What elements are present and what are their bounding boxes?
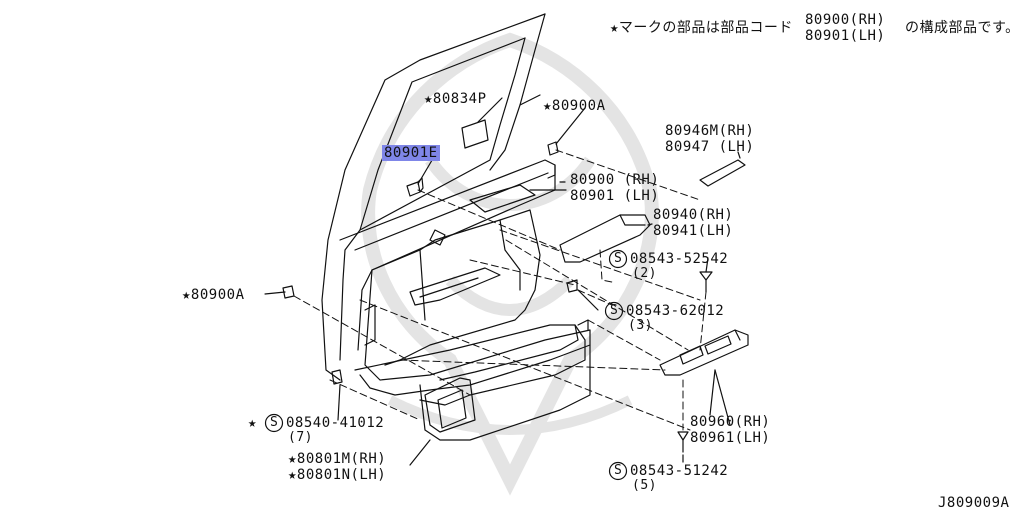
part-label-80901-lh[interactable]: 80901 (LH) xyxy=(570,188,660,204)
part-label-80946m-rh[interactable]: 80946M(RH) xyxy=(665,123,755,139)
lower-trim xyxy=(354,319,591,441)
screw-symbol-letter: S xyxy=(610,303,619,318)
screw-symbol-icon xyxy=(264,413,284,433)
part-qty-08543-52542: (2) xyxy=(632,266,657,281)
star-marker: ★ xyxy=(248,415,257,431)
part-label-08543-51242[interactable]: 08543-51242 xyxy=(630,463,729,479)
screw-symbol-icon xyxy=(608,461,628,481)
part-label-80801n-lh[interactable]: ★80801N(LH) xyxy=(288,467,387,483)
header-note-suffix: の構成部品です。 xyxy=(905,20,1020,36)
part-label-80900a-left[interactable]: ★80900A xyxy=(182,287,245,303)
header-note-code-rh: 80900(RH) xyxy=(805,12,886,28)
door-frame xyxy=(321,13,546,381)
pad-80834p xyxy=(461,119,489,149)
part-qty-08543-62012: (3) xyxy=(628,318,653,333)
screw-symbol-letter: S xyxy=(614,463,623,478)
header-note-prefix: ★マークの部品は部品コード xyxy=(610,20,793,36)
part-label-80947-lh[interactable]: 80947 (LH) xyxy=(665,139,755,155)
part-label-80940-rh[interactable]: 80940(RH) xyxy=(653,207,734,223)
part-label-08540-41012[interactable]: 08540-41012 xyxy=(286,415,385,431)
door-trim-panel xyxy=(339,159,591,396)
armrest-part xyxy=(559,214,651,263)
part-label-80834p[interactable]: ★80834P xyxy=(424,91,487,107)
watermark-emblem xyxy=(361,32,659,496)
part-qty-08543-51242: (5) xyxy=(632,478,657,493)
clip-80900a-top xyxy=(547,141,559,156)
part-label-80901e[interactable]: 80901E xyxy=(382,145,440,161)
part-label-80801m-rh[interactable]: ★80801M(RH) xyxy=(288,451,387,467)
part-label-80961-lh[interactable]: 80961(LH) xyxy=(690,430,771,446)
screw-symbol-icon xyxy=(608,249,628,269)
header-note-code-lh: 80901(LH) xyxy=(805,28,886,44)
trim-strip-part xyxy=(699,159,746,187)
part-label-80900-rh[interactable]: 80900 (RH) xyxy=(570,172,660,188)
part-label-80941-lh[interactable]: 80941(LH) xyxy=(653,223,734,239)
part-qty-08540-41012: (7) xyxy=(288,430,313,445)
part-label-80960-rh[interactable]: 80960(RH) xyxy=(690,414,771,430)
switch-bezel-part xyxy=(659,329,749,376)
diagram-code: J809009A xyxy=(938,495,1010,511)
screw-symbol-icon xyxy=(604,301,624,321)
screw-shapes xyxy=(331,271,713,453)
screw-symbol-letter: S xyxy=(614,251,623,266)
screw-symbol-letter: S xyxy=(270,415,279,430)
part-label-80900a-top[interactable]: ★80900A xyxy=(543,98,606,114)
part-label-08543-62012[interactable]: 08543-62012 xyxy=(626,303,725,319)
dashed-lines xyxy=(293,149,707,431)
part-label-08543-52542[interactable]: 08543-52542 xyxy=(630,251,729,267)
leader-lines xyxy=(264,97,741,466)
